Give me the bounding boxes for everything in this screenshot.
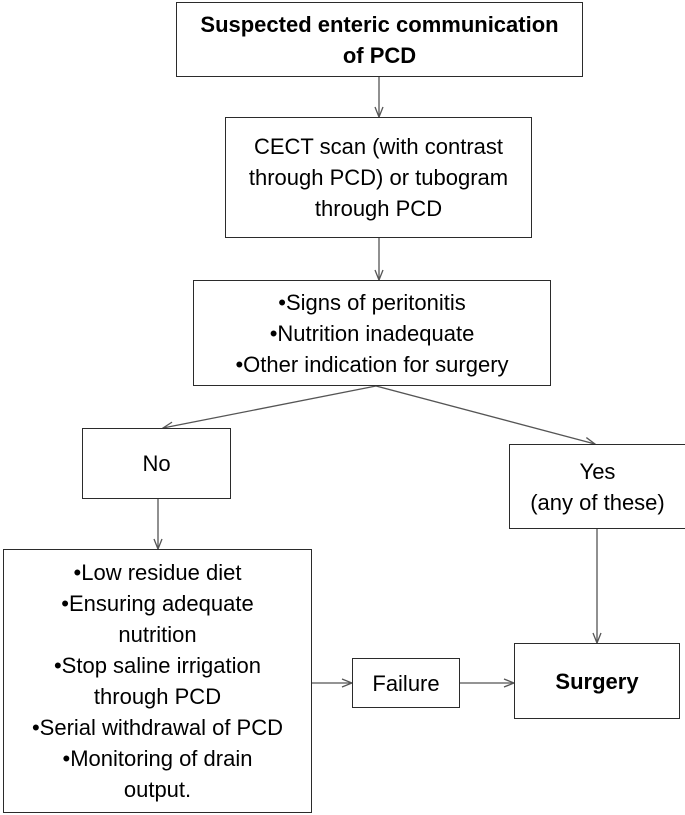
failure-box: Failure <box>352 658 460 708</box>
conservative-line-2: •Ensuring adequate <box>61 591 254 616</box>
suspected-communication-box: Suspected enteric communication of PCD <box>176 2 583 77</box>
no-label: No <box>142 451 171 476</box>
surgery-label: Surgery <box>555 668 639 694</box>
suspected-line-1: Suspected enteric communication <box>200 11 559 37</box>
yes-line-2: (any of these) <box>530 489 665 515</box>
yes-box: Yes (any of these) <box>509 444 685 529</box>
criteria-line-1: •Signs of peritonitis <box>278 289 466 315</box>
arrow-criteria-to-yes <box>375 385 595 444</box>
suspected-line-2: of PCD <box>342 42 417 68</box>
criteria-line-2: •Nutrition inadequate <box>269 320 475 346</box>
conservative-management-box: •Low residue diet •Ensuring adequate nut… <box>3 549 312 813</box>
arrow-criteria-to-no <box>163 385 377 428</box>
imaging-box: CECT scan (with contrast through PCD) or… <box>225 117 532 238</box>
criteria-line-3: •Other indication for surgery <box>235 351 509 377</box>
surgery-box: Surgery <box>514 643 680 719</box>
conservative-line-3: nutrition <box>118 622 197 647</box>
imaging-line-2: through PCD) or tubogram <box>248 165 509 190</box>
conservative-line-7: •Monitoring of drain <box>62 746 253 771</box>
imaging-line-3: through PCD <box>314 196 443 221</box>
conservative-line-1: •Low residue diet <box>73 560 242 585</box>
conservative-line-8: output. <box>123 777 192 802</box>
imaging-line-1: CECT scan (with contrast <box>253 134 503 159</box>
no-box: No <box>82 428 231 499</box>
conservative-line-5: through PCD <box>93 684 222 709</box>
failure-label: Failure <box>372 670 440 696</box>
conservative-line-4: •Stop saline irrigation <box>53 653 262 678</box>
surgery-criteria-box: •Signs of peritonitis •Nutrition inadequ… <box>193 280 551 386</box>
conservative-line-6: •Serial withdrawal of PCD <box>31 715 283 740</box>
yes-line-1: Yes <box>579 458 616 484</box>
